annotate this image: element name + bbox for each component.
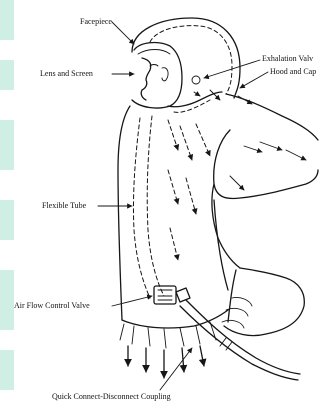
leader-air-flow-valve xyxy=(112,296,152,306)
label-hood-cape: Hood and Cap xyxy=(270,67,316,77)
label-lens-screen: Lens and Screen xyxy=(40,69,93,79)
valve-detail xyxy=(158,290,172,300)
valve-knob xyxy=(176,288,190,302)
ear xyxy=(162,68,168,81)
airflow-arrow-5 xyxy=(186,178,196,214)
facepiece-rim xyxy=(132,43,182,108)
label-flexible-tube: Flexible Tube xyxy=(42,201,86,211)
facepiece-rim-inner xyxy=(138,50,170,55)
exhalation-valve-part xyxy=(192,76,200,84)
glove-fingers xyxy=(222,297,252,328)
glove-cuff xyxy=(228,270,236,322)
cape-shoulder xyxy=(226,94,318,140)
airflow-arrow-4 xyxy=(168,170,178,204)
airflow-arrow-6 xyxy=(170,228,178,260)
hood-outline xyxy=(132,18,240,98)
sleeve-outline xyxy=(214,130,318,198)
label-exhalation-valve: Exhalation Valv xyxy=(262,54,313,64)
label-air-flow-control-valve: Air Flow Control Valve xyxy=(14,301,90,311)
label-quick-connect-coupling: Quick Connect-Disconnect Coupling xyxy=(52,392,171,402)
flexible-tube-dash-b xyxy=(147,116,164,296)
arm-arrow-1 xyxy=(244,146,262,152)
exhalation-valve-arrow xyxy=(194,92,200,96)
airflow-arrow-3 xyxy=(196,124,210,156)
leader-facepiece xyxy=(112,22,134,44)
leader-coupling xyxy=(160,348,192,390)
exhaust-arrow-5 xyxy=(200,346,204,366)
cape-arrow-1 xyxy=(238,96,252,104)
airflow-arrow-1 xyxy=(168,120,178,150)
arm-arrow-2 xyxy=(260,142,282,150)
face-profile xyxy=(141,58,151,100)
air-flow-control-valve xyxy=(154,286,176,304)
hood-inner-dash xyxy=(150,26,232,94)
arm-arrow-4 xyxy=(230,176,244,190)
arm-arrow-3 xyxy=(286,150,306,160)
glove xyxy=(224,268,304,336)
airflow-arrow-2 xyxy=(180,126,192,160)
torso-left xyxy=(118,106,130,320)
label-facepiece: Facepiece xyxy=(80,17,112,27)
leader-hood-cape xyxy=(240,72,268,88)
